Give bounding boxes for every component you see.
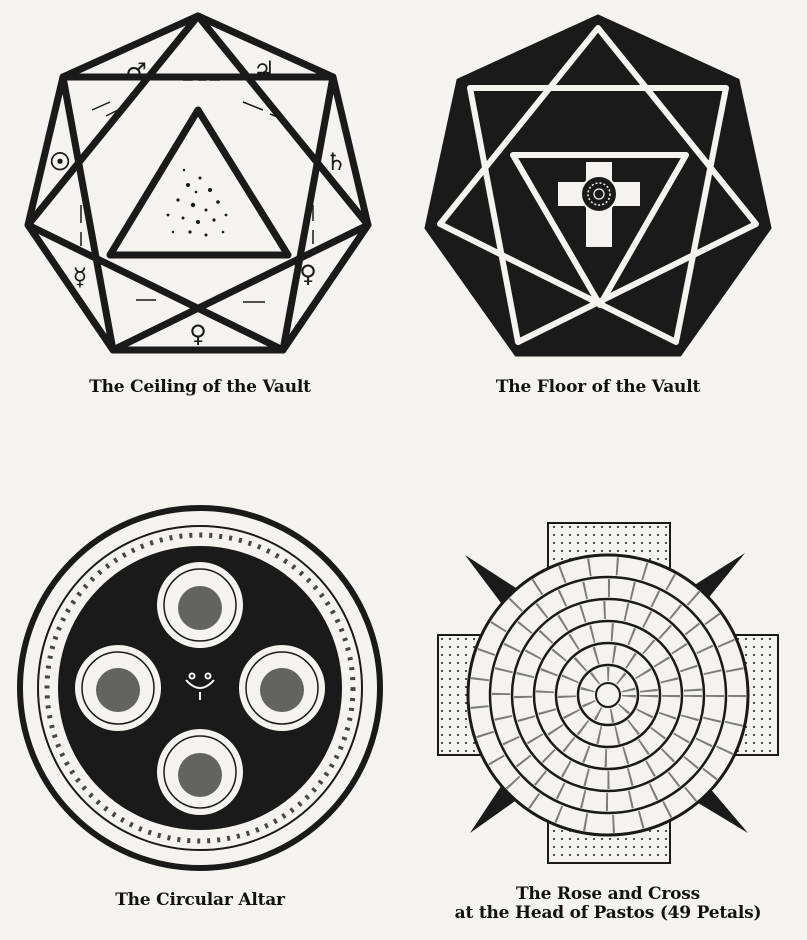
saturn-symbol: ♄: [325, 147, 347, 176]
circular-altar-diagram: [10, 500, 390, 880]
mercury-symbol: ☿: [73, 262, 88, 291]
ceiling-center-speckle: [167, 169, 228, 237]
jupiter-symbol: ♃: [253, 55, 275, 84]
rose-caption: The Rose and Cross at the Head of Pastos…: [418, 885, 798, 923]
floor-caption: The Floor of the Vault: [458, 377, 738, 397]
ceiling-caption: The Ceiling of the Vault: [60, 377, 340, 397]
rose-caption-line1: The Rose and Cross: [418, 885, 798, 904]
ceiling-of-vault-diagram: ♂ ♃ ♄ ♀ ♀ ☿ ☉: [18, 10, 378, 365]
sun-symbol: ☉: [49, 147, 71, 176]
rose-and-cross-diagram: [430, 515, 800, 870]
moon-venus-symbol: ♀: [299, 259, 317, 288]
floor-rose: [581, 176, 617, 212]
venus-symbol: ♀: [189, 319, 207, 348]
ceiling-inner-triangle: [110, 110, 288, 255]
rose-caption-line2: at the Head of Pastos (49 Petals): [418, 904, 798, 923]
mars-symbol: ♂: [125, 57, 147, 86]
altar-caption: The Circular Altar: [60, 890, 340, 910]
floor-of-vault-diagram: [418, 10, 778, 365]
